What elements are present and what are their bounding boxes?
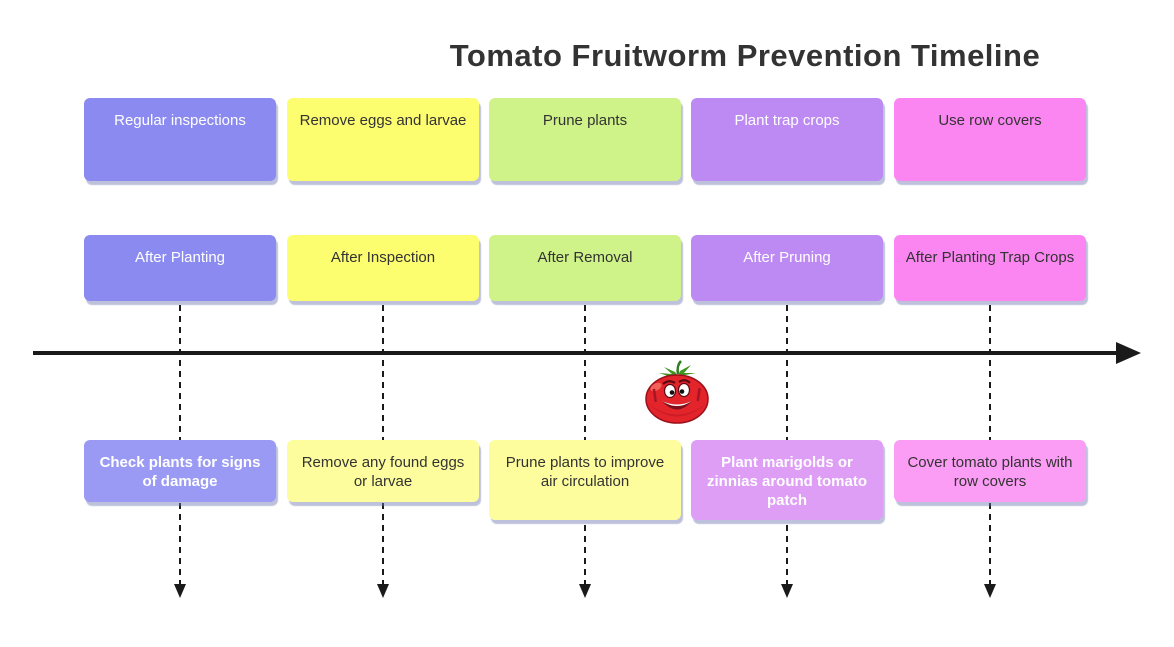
task-box: Prune plants xyxy=(489,98,681,181)
down-arrowhead-icon xyxy=(984,584,996,598)
down-arrowhead-icon xyxy=(579,584,591,598)
event-box: Prune plants to improve air circulation xyxy=(489,440,681,520)
period-box: After Planting xyxy=(84,235,276,301)
task-box: Use row covers xyxy=(894,98,1086,181)
event-box: Plant marigolds or zinnias around tomato… xyxy=(691,440,883,520)
period-box: After Removal xyxy=(489,235,681,301)
page-title: Tomato Fruitworm Prevention Timeline xyxy=(449,38,1041,73)
event-box: Cover tomato plants with row covers xyxy=(894,440,1086,502)
down-arrowhead-icon xyxy=(781,584,793,598)
timeline-axis xyxy=(33,351,1118,355)
period-box: After Pruning xyxy=(691,235,883,301)
event-box: Remove any found eggs or larvae xyxy=(287,440,479,502)
task-box: Remove eggs and larvae xyxy=(287,98,479,181)
tomato-mascot-icon xyxy=(645,360,709,424)
period-box: After Inspection xyxy=(287,235,479,301)
down-arrowhead-icon xyxy=(377,584,389,598)
event-box: Check plants for signs of damage xyxy=(84,440,276,502)
down-arrowhead-icon xyxy=(174,584,186,598)
right-arrowhead-icon xyxy=(1116,342,1141,364)
period-box: After Planting Trap Crops xyxy=(894,235,1086,301)
task-box: Regular inspections xyxy=(84,98,276,181)
task-box: Plant trap crops xyxy=(691,98,883,181)
